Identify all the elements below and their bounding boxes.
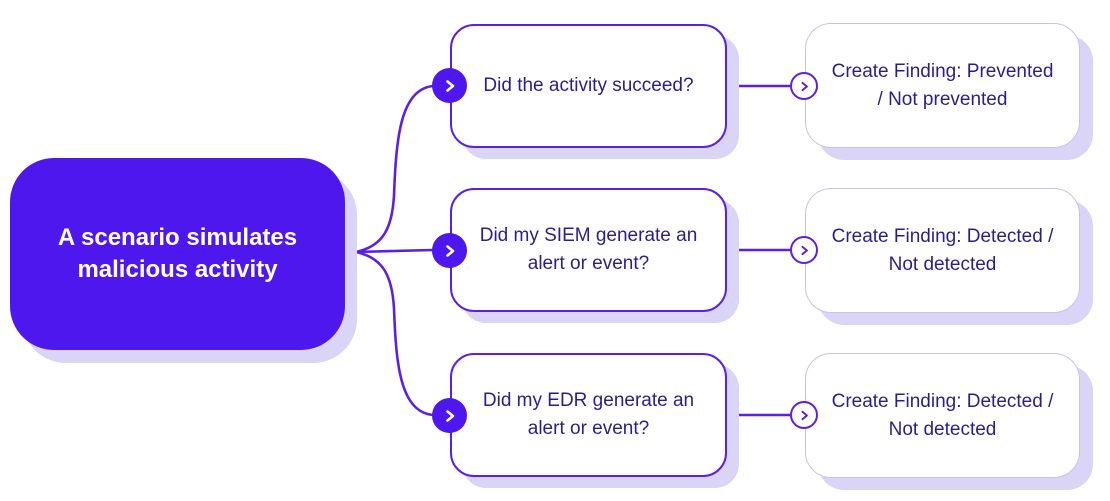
chevron-right-icon bbox=[432, 233, 467, 268]
question-node-siem-alert: Did my SIEM generate an alert or event? bbox=[450, 188, 727, 312]
finding-node-prevented: Create Finding: Prevented / Not prevente… bbox=[805, 23, 1080, 148]
start-node-label: A scenario simulates malicious activity bbox=[57, 223, 298, 283]
finding-label: Create Finding: Detected / Not detected bbox=[831, 225, 1054, 275]
question-label: Did my EDR generate an alert or event? bbox=[482, 390, 695, 439]
chevron-right-icon bbox=[790, 401, 818, 429]
connector-start-to-q2 bbox=[354, 248, 435, 254]
finding-node-siem-detected: Create Finding: Detected / Not detected bbox=[805, 188, 1080, 313]
chevron-right-icon bbox=[432, 398, 467, 433]
chevron-right-icon bbox=[432, 68, 467, 103]
finding-node-edr-detected: Create Finding: Detected / Not detected bbox=[805, 353, 1080, 478]
chevron-right-icon bbox=[790, 72, 818, 100]
question-label: Did the activity succeed? bbox=[483, 75, 694, 97]
finding-label: Create Finding: Prevented / Not prevente… bbox=[831, 60, 1054, 110]
question-label: Did my SIEM generate an alert or event? bbox=[479, 225, 698, 274]
finding-label: Create Finding: Detected / Not detected bbox=[831, 390, 1054, 440]
connector-start-to-q3 bbox=[354, 250, 436, 417]
connector-start-to-q1 bbox=[354, 84, 436, 254]
chevron-right-icon bbox=[790, 236, 818, 264]
question-node-activity-succeed: Did the activity succeed? bbox=[450, 24, 727, 148]
start-node: A scenario simulates malicious activity bbox=[10, 158, 345, 350]
question-node-edr-alert: Did my EDR generate an alert or event? bbox=[450, 353, 727, 477]
